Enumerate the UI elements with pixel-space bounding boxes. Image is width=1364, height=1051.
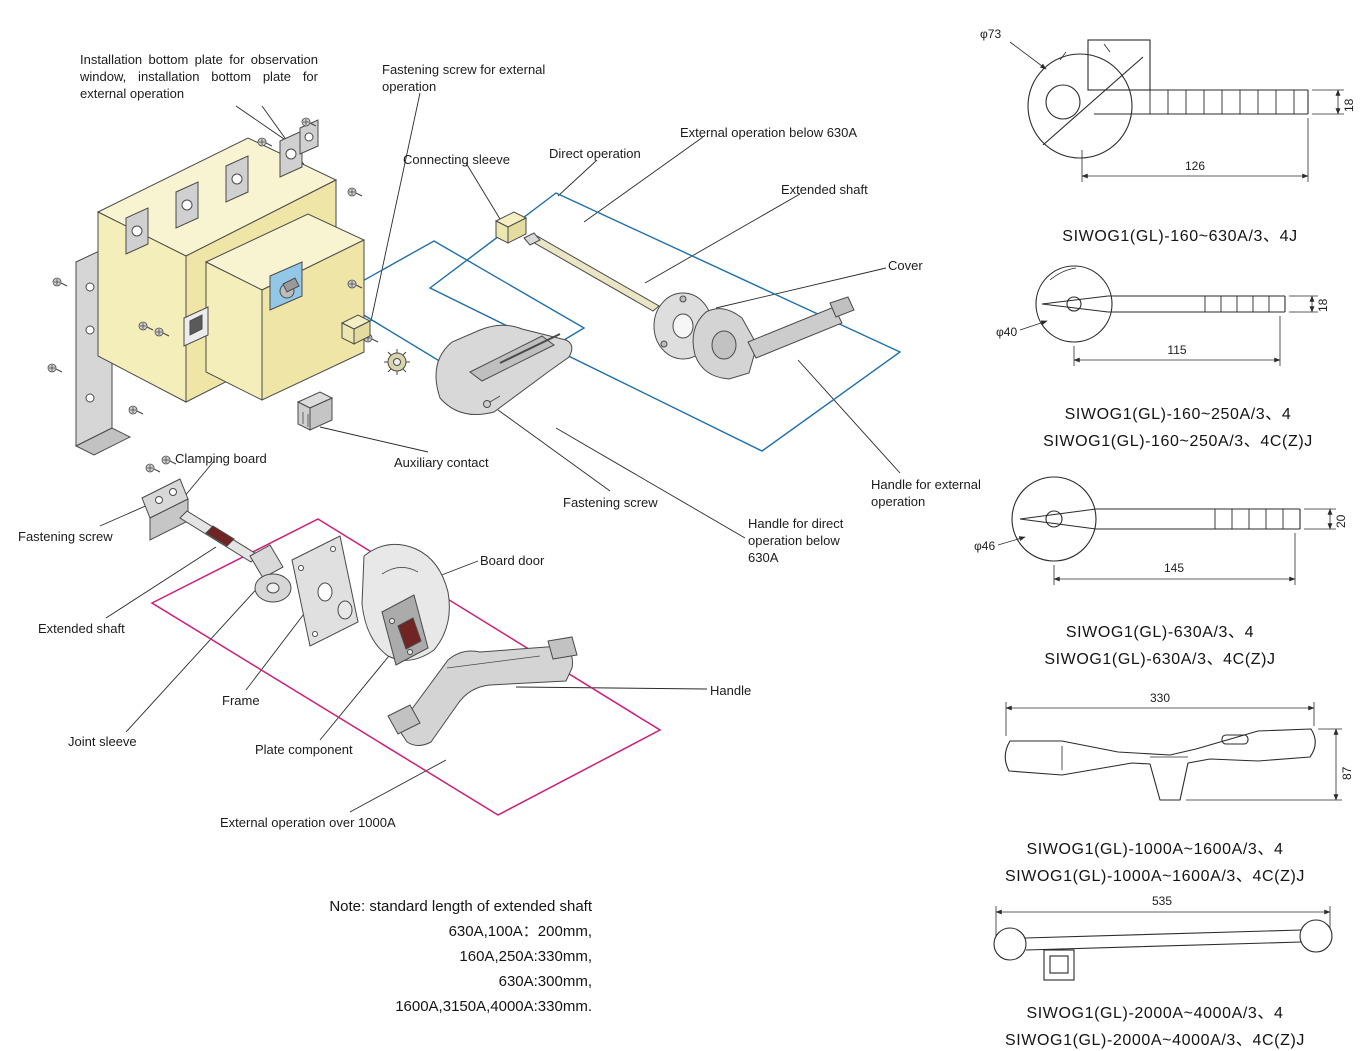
model-label-2000-4000a-4: SIWOG1(GL)-2000A~4000A/3、4 (1026, 1005, 1284, 1022)
dim-length-126: 126 (1184, 159, 1206, 173)
callout-clamping-board: Clamping board (175, 451, 267, 466)
callout-auxiliary-contact: Auxiliary contact (394, 455, 489, 470)
dimension-lines-4 (1005, 702, 1342, 801)
dim-length-145: 145 (1163, 561, 1185, 575)
callout-fastening-screw-left: Fastening screw (18, 529, 113, 544)
callout-extended-shaft-upper: Extended shaft (781, 182, 868, 197)
note-line: 160A,250A:330mm, (459, 948, 592, 965)
dim-diameter-40: φ40 (996, 325, 1018, 339)
model-label-630a-4czj: SIWOG1(GL)-630A/3、4C(Z)J (1044, 651, 1276, 668)
dim-diameter-73: φ73 (980, 27, 1002, 41)
leader-lines (99, 92, 901, 813)
note-line: 1600A,3150A,4000A:330mm. (395, 998, 592, 1015)
dim-length-115: 115 (1167, 343, 1187, 357)
dim-height-87: 87 (1340, 766, 1354, 780)
model-label-160-250a-4czj: SIWOG1(GL)-160~250A/3、4C(Z)J (1043, 433, 1313, 450)
note-line: 630A,100A：200mm, (448, 923, 592, 940)
model-label-630a-4: SIWOG1(GL)-630A/3、4 (1065, 624, 1255, 641)
note-title: Note: standard length of extended shaft (329, 898, 592, 915)
dimension-lines-5 (995, 906, 1331, 936)
dim-length-535: 535 (1151, 894, 1173, 908)
handle-drawing-630a (1011, 476, 1301, 562)
callout-board-door: Board door (480, 553, 545, 568)
dim-height-18-b: 18 (1316, 298, 1330, 312)
callout-connecting-sleeve: Connecting sleeve (403, 152, 510, 167)
dimension-lines-2 (1019, 295, 1318, 366)
handle-drawing-1000-1600a (1004, 728, 1316, 801)
dim-length-330: 330 (1149, 691, 1171, 705)
callout-plate-component: Plate component (255, 742, 353, 757)
callout-handle-for-direct-operation: Handle for direct operation below 630A (748, 516, 844, 566)
mid-assembly (296, 211, 855, 431)
callout-fastening-screw-middle: Fastening screw (563, 495, 658, 510)
callout-frame: Frame (222, 693, 260, 708)
callout-installation-bottom-plate: Installation bottom plate for observatio… (80, 52, 318, 102)
handle-drawing-160-250a (1035, 265, 1286, 343)
dimension-lines-3 (997, 508, 1336, 585)
model-label-1000-1600a-4: SIWOG1(GL)-1000A~1600A/3、4 (1026, 841, 1284, 858)
model-label-1000-1600a-4czj: SIWOG1(GL)-1000A~1600A/3、4C(Z)J (1004, 868, 1306, 885)
model-label-160-630a-4j: SIWOG1(GL)-160~630A/3、4J (1062, 228, 1298, 245)
callout-external-operation-below-630a: External operation below 630A (680, 125, 858, 140)
callout-extended-shaft-lower: Extended shaft (38, 621, 125, 636)
handle-drawing-160-630a-4j (1027, 39, 1309, 159)
switch-body (74, 119, 366, 456)
callout-external-operation-over-1000a: External operation over 1000A (220, 815, 396, 830)
callout-fastening-screw-external: Fastening screw for external operation (382, 62, 546, 95)
handle-drawing-2000-4000a (993, 919, 1333, 981)
callout-direct-operation: Direct operation (549, 146, 641, 161)
model-label-160-250a-4: SIWOG1(GL)-160~250A/3、4 (1064, 406, 1292, 423)
callout-cover: Cover (888, 258, 923, 273)
dim-diameter-46: φ46 (974, 539, 996, 553)
callout-handle-for-external-operation: Handle for external operation (871, 477, 981, 510)
model-label-2000-4000a-4czj: SIWOG1(GL)-2000A~4000A/3、4C(Z)J (1004, 1032, 1306, 1049)
dim-height-18-a: 18 (1342, 98, 1356, 112)
note-extended-shaft-lengths: Note: standard length of extended shaft … (298, 894, 592, 1019)
dimension-lines-1 (1009, 41, 1344, 182)
dim-height-20: 20 (1334, 514, 1348, 528)
callout-handle: Handle (710, 683, 752, 698)
note-line: 630A:300mm, (498, 973, 592, 990)
bottom-assembly (141, 478, 578, 746)
callout-joint-sleeve: Joint sleeve (68, 734, 137, 749)
